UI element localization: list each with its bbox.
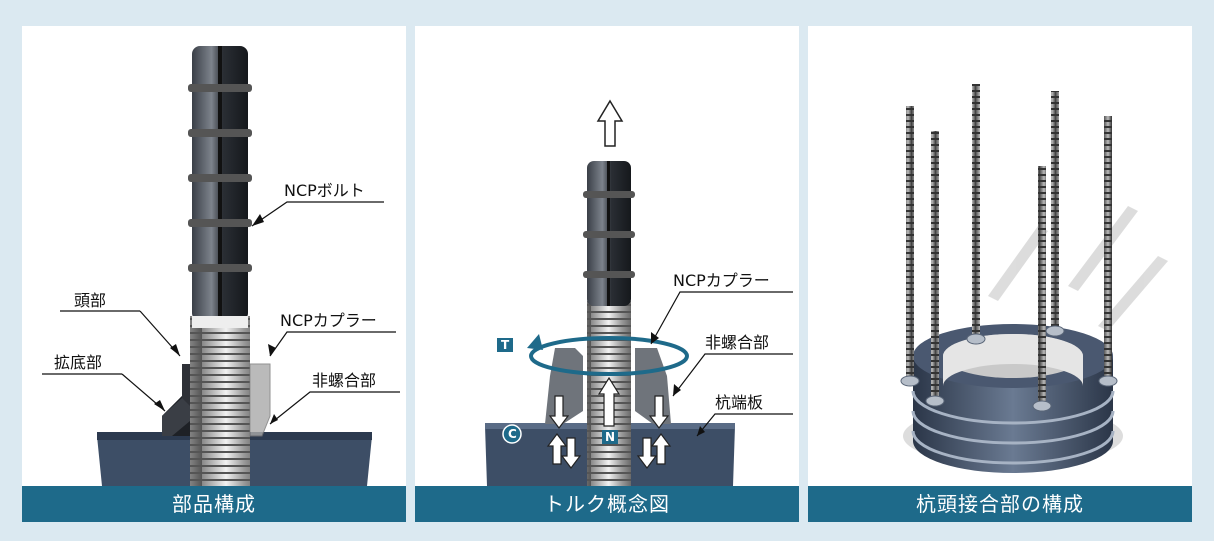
ncp-bolt <box>583 161 635 306</box>
caption-parts: 部品構成 <box>22 486 406 522</box>
caption-torque: トルク概念図 <box>415 486 799 522</box>
label-end-plate: 杭端板 <box>715 393 763 412</box>
tension-arrow <box>596 99 624 147</box>
ncp-bolt <box>188 46 252 328</box>
torque-diagram: C N T NCPカプラー 非螺合部 杭端板 <box>485 99 793 486</box>
parts-diagram: NCPボルト 頭部 NCPカプラー 拡底部 非螺合部 <box>42 46 400 486</box>
label-unthreaded: 非螺合部 <box>705 333 769 352</box>
coupler-right <box>635 348 671 424</box>
panel-torque: C N T NCPカプラー 非螺合部 杭端板 トルク概念図 <box>415 26 799 522</box>
force-arrow-n <box>597 376 621 427</box>
torque-rotation <box>529 336 689 376</box>
coupler-left <box>545 348 583 424</box>
pile-body <box>913 356 1113 473</box>
label-base: 拡底部 <box>54 353 102 372</box>
marker-t: T <box>501 338 510 352</box>
label-ncp-bolt: NCPボルト <box>284 181 365 200</box>
pile-head-illustration <box>900 84 1168 473</box>
panel-pile-head: 杭頭接合部の構成 <box>808 26 1192 522</box>
coupler <box>249 363 271 437</box>
label-unthreaded: 非螺合部 <box>312 371 376 390</box>
panel-parts: NCPボルト 頭部 NCPカプラー 拡底部 非螺合部 部品構成 <box>22 26 406 522</box>
label-head: 頭部 <box>74 291 106 310</box>
label-ncp-coupler: NCPカプラー <box>280 311 377 330</box>
label-ncp-coupler: NCPカプラー <box>673 271 770 290</box>
marker-n: N <box>605 430 615 444</box>
caption-pile-head: 杭頭接合部の構成 <box>808 486 1192 522</box>
ncp-bolt-group <box>906 84 1112 406</box>
marker-c: C <box>508 427 517 441</box>
bolt-thread <box>190 316 250 486</box>
